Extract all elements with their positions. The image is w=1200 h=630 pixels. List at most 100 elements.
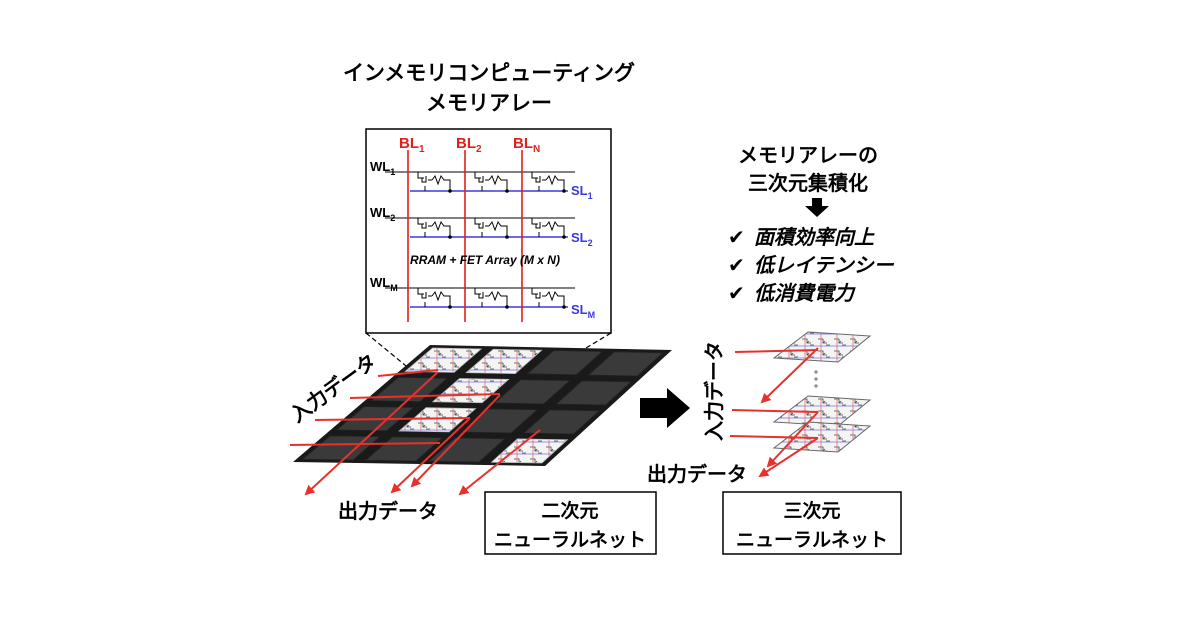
chip-tile: [587, 351, 664, 377]
input-arrow: [349, 393, 501, 399]
check-icon: ✔: [728, 281, 745, 305]
resistor-icon: [545, 174, 565, 191]
stack-layer: [772, 421, 872, 453]
transistor-icon: [474, 288, 489, 299]
transistor-icon: [531, 172, 546, 183]
chip-tile: [522, 409, 601, 435]
chip-tile: [427, 437, 506, 463]
memory-cell: [531, 218, 566, 239]
output-arrow: [766, 411, 819, 468]
sourceline-label-2: SL2: [571, 230, 593, 248]
junction-dot: [448, 235, 452, 239]
transition-arrow-icon: [640, 388, 690, 428]
junction-dot: [448, 305, 452, 309]
chip-2d-base: [293, 345, 672, 466]
junction-dot: [505, 189, 509, 193]
output-label-2d: 出力データ: [338, 499, 438, 523]
circuit-frame: [365, 128, 612, 334]
chip-tile-array: [490, 438, 569, 464]
integration-heading-line2: 三次元集積化: [748, 171, 868, 195]
wordline-label-m: WLM: [370, 275, 398, 293]
benefit-item-1: 面積効率向上: [754, 225, 875, 249]
junction-dot: [562, 235, 566, 239]
chip-tile: [301, 435, 382, 461]
resistor-icon: [431, 220, 451, 237]
array-title-line1: インメモリコンピューティング: [343, 61, 635, 85]
resistor-icon: [545, 290, 565, 307]
chip-tile-array: [431, 378, 510, 404]
junction-dot: [505, 235, 509, 239]
memory-cell: [474, 288, 509, 309]
bitline-label-2: BL2: [456, 135, 482, 155]
array-title-line2: メモリアレー: [426, 91, 552, 115]
net-3d-line2: ニューラルネット: [736, 529, 888, 551]
output-label-3d: 出力データ: [647, 462, 747, 486]
net-2d-line1: 二次元: [541, 499, 598, 522]
input-arrow: [734, 349, 819, 353]
resistor-icon: [488, 290, 508, 307]
memory-cell: [531, 172, 566, 193]
integration-heading-line1: メモリアレーの: [738, 143, 878, 167]
output-arrow: [410, 394, 501, 488]
chip-tile: [555, 380, 633, 406]
net-3d-box: [722, 491, 902, 555]
check-icon: ✔: [728, 253, 745, 277]
data-flow-arrows-3d: [729, 347, 819, 478]
chip-3d-stack: [729, 331, 872, 478]
input-arrow: [729, 435, 819, 439]
stack-layers: [772, 331, 872, 453]
check-icon: ✔: [728, 225, 745, 249]
memory-cell: [417, 172, 452, 193]
bitline-label-n: BLN: [513, 135, 540, 155]
net-3d-line1: 三次元: [783, 499, 840, 522]
memory-cell: [531, 288, 566, 309]
net-2d-box: [484, 491, 657, 555]
output-arrow: [458, 429, 541, 496]
net-2d-line2: ニューラルネット: [494, 529, 646, 551]
input-arrow: [314, 417, 471, 421]
transistor-icon: [417, 172, 432, 183]
array-caption: RRAM + FET Array (M x N): [410, 253, 560, 267]
transistor-icon: [474, 172, 489, 183]
circuit-rows: [385, 171, 575, 309]
junction-dot: [448, 189, 452, 193]
data-flow-arrows-2d: [289, 369, 541, 496]
memory-cell: [417, 288, 452, 309]
memory-cell: [474, 172, 509, 193]
sourceline-label-1: SL1: [571, 183, 593, 201]
output-arrow: [390, 417, 471, 494]
resistor-icon: [431, 174, 451, 191]
chip-tile-array: [404, 347, 483, 373]
junction-dot: [505, 305, 509, 309]
transistor-icon: [531, 218, 546, 229]
chip-tile-array: [398, 407, 477, 433]
wordline-label-2: WL2: [370, 205, 395, 223]
bitlines: [407, 150, 523, 322]
transistor-icon: [474, 218, 489, 229]
resistor-icon: [431, 290, 451, 307]
junction-dot: [562, 189, 566, 193]
input-arrow: [289, 442, 441, 446]
benefit-item-2: 低レイテンシー: [754, 253, 895, 277]
resistor-icon: [488, 220, 508, 237]
stack-layer: [772, 331, 872, 363]
input-label-3d: 入力データ: [702, 341, 726, 441]
benefit-item-3: 低消費電力: [754, 281, 856, 305]
down-arrow-icon: [805, 198, 829, 217]
memory-cell: [474, 218, 509, 239]
bitline-label-1: BL1: [399, 135, 425, 155]
chip-tile: [526, 350, 604, 376]
memory-cell: [417, 218, 452, 239]
transistor-icon: [417, 218, 432, 229]
input-arrow: [377, 369, 439, 377]
resistor-icon: [488, 174, 508, 191]
memory-array-circuit: BL1 BL2 BLN WL1 WL2 WLM SL1 SL2 SLM RRAM…: [365, 128, 612, 334]
output-arrow: [758, 437, 819, 478]
chip-tile-array: [465, 348, 543, 375]
resistor-icon: [545, 220, 565, 237]
output-arrow: [304, 371, 439, 496]
output-arrow: [760, 347, 819, 404]
wordline-label-1: WL1: [370, 159, 395, 177]
chip-2d: [289, 345, 672, 496]
